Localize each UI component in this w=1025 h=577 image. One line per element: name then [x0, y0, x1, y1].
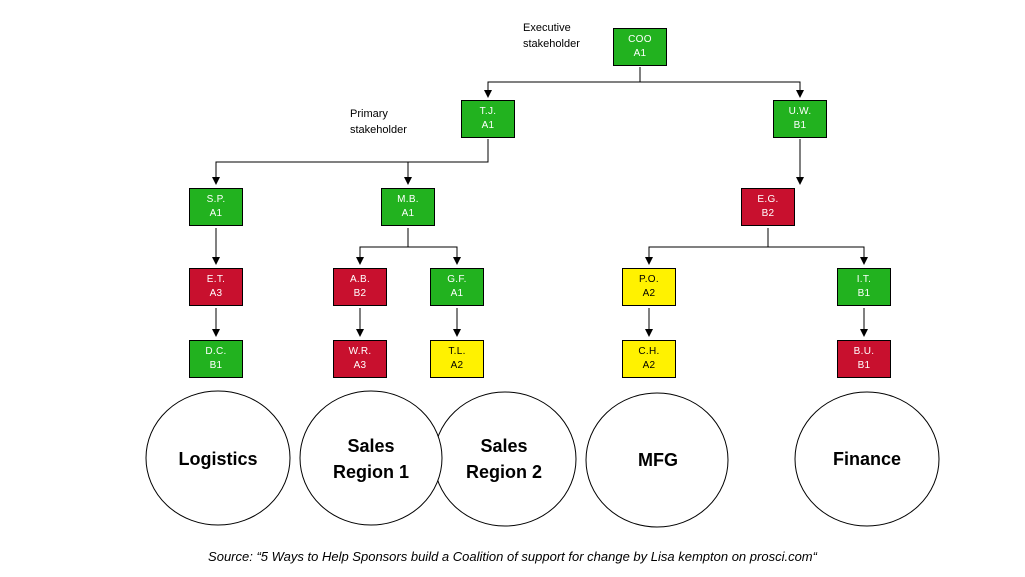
- node-rating: B2: [353, 288, 367, 299]
- node-rating: B2: [761, 208, 775, 219]
- group-label-line: Logistics: [178, 449, 258, 469]
- note-line: stakeholder: [350, 124, 407, 136]
- node-name: E.G.: [757, 194, 779, 205]
- node-name: P.O.: [639, 274, 659, 285]
- node-coo: COO A1: [613, 28, 667, 66]
- note-line: Primary: [350, 108, 388, 120]
- group-label-finance: Finance: [796, 446, 938, 472]
- node-rating: A1: [209, 208, 223, 219]
- node-dc: D.C. B1: [189, 340, 243, 378]
- group-label-line: Finance: [832, 449, 902, 469]
- node-rating: A2: [642, 360, 656, 371]
- group-label-logistics: Logistics: [148, 446, 288, 472]
- group-label-mfg: MFG: [587, 447, 729, 473]
- node-gf: G.F. A1: [430, 268, 484, 306]
- connector-eg-po: [645, 228, 769, 265]
- node-bu: B.U. B1: [837, 340, 891, 378]
- node-tj: T.J. A1: [461, 100, 515, 138]
- node-name: A.B.: [349, 274, 371, 285]
- node-uw: U.W. B1: [773, 100, 827, 138]
- node-name: B.U.: [853, 346, 875, 357]
- node-ch: C.H. A2: [622, 340, 676, 378]
- group-label-sales-region-1: Sales Region 1: [300, 433, 442, 485]
- group-label-line: MFG: [638, 450, 678, 470]
- node-rating: A1: [633, 48, 647, 59]
- node-name: COO: [628, 34, 652, 45]
- node-rating: A1: [450, 288, 464, 299]
- node-eg: E.G. B2: [741, 188, 795, 226]
- connector-mb-ab: [356, 228, 409, 265]
- node-rating: A2: [642, 288, 656, 299]
- node-name: I.T.: [856, 274, 872, 285]
- source-caption: Source: “5 Ways to Help Sponsors build a…: [208, 549, 817, 564]
- node-rating: B1: [857, 288, 871, 299]
- circle-finance: [794, 391, 940, 527]
- node-wr: W.R. A3: [333, 340, 387, 378]
- node-rating: A1: [401, 208, 415, 219]
- circle-sales-region-1: [299, 390, 443, 526]
- node-rating: B1: [857, 360, 871, 371]
- connector-mb-gf: [408, 246, 461, 265]
- node-name: W.R.: [348, 346, 372, 357]
- connector-tj-sp: [212, 139, 489, 185]
- group-label-line: Region 2: [465, 462, 542, 482]
- node-name: C.H.: [638, 346, 660, 357]
- executive-stakeholder-note: Executive stakeholder: [523, 20, 580, 52]
- node-name: M.B.: [397, 194, 419, 205]
- connector-coo-uw: [640, 81, 804, 98]
- node-rating: A1: [481, 120, 495, 131]
- group-label-line: Sales: [480, 436, 528, 456]
- node-po: P.O. A2: [622, 268, 676, 306]
- node-rating: B1: [209, 360, 223, 371]
- node-name: G.F.: [447, 274, 467, 285]
- node-ab: A.B. B2: [333, 268, 387, 306]
- node-name: D.C.: [205, 346, 227, 357]
- node-rating: A3: [353, 360, 367, 371]
- group-label-line: Region 1: [332, 462, 409, 482]
- connector-eg-lt: [768, 246, 868, 265]
- primary-stakeholder-note: Primary stakeholder: [350, 106, 407, 138]
- node-mb: M.B. A1: [381, 188, 435, 226]
- circle-logistics: [145, 390, 291, 526]
- node-name: T.J.: [479, 106, 497, 117]
- node-name: S.P.: [206, 194, 226, 205]
- note-line: stakeholder: [523, 38, 580, 50]
- group-label-line: Sales: [347, 436, 395, 456]
- node-tl: T.L. A2: [430, 340, 484, 378]
- note-line: Executive: [523, 22, 571, 34]
- group-label-sales-region-2: Sales Region 2: [433, 433, 575, 485]
- node-lt: I.T. B1: [837, 268, 891, 306]
- node-rating: A3: [209, 288, 223, 299]
- node-rating: B1: [793, 120, 807, 131]
- connector-coo-tj: [484, 67, 641, 98]
- node-name: E.T.: [206, 274, 226, 285]
- node-et: E.T. A3: [189, 268, 243, 306]
- node-rating: A2: [450, 360, 464, 371]
- node-name: U.W.: [788, 106, 812, 117]
- node-sp: S.P. A1: [189, 188, 243, 226]
- circle-mfg: [585, 392, 729, 528]
- node-name: T.L.: [448, 346, 466, 357]
